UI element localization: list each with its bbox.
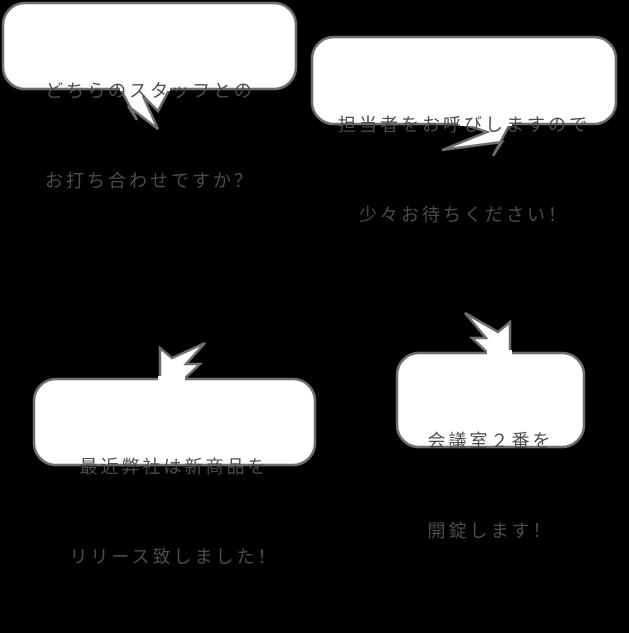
bubble-3-line-2: リリース致しました！ [69, 547, 279, 568]
bubble-2-line-2: 少々お待ちください！ [359, 205, 569, 226]
bubble-4-line-2: 開錠します！ [427, 521, 554, 542]
speech-bubble-announcement-text: 最近弊社は新商品を リリース致しました！ [33, 393, 315, 633]
speech-bubble-question-shape [1, 1, 298, 130]
bubble-4-line-1: 会議室２番を [427, 431, 554, 452]
bubble-2-line-1: 担当者をお呼びしますので [338, 115, 590, 136]
speech-bubble-reply-shape [310, 35, 618, 157]
scene-background: どちらのスタッフとの お打ち合わせですか？ 担当者をお呼びしますので 少々お待ち… [1, 1, 618, 568]
bubble-tail-3-icon [158, 341, 206, 382]
speech-bubble-unlock-text: 会議室２番を 開錠します！ [396, 367, 585, 607]
bubble-tail-4-icon [464, 311, 512, 356]
bubble-1-line-2: お打ち合わせですか？ [45, 171, 255, 192]
speech-bubble-question-text: どちらのスタッフとの お打ち合わせですか？ [2, 17, 298, 257]
speech-bubble-unlock-shape [395, 311, 586, 449]
bubble-tail-1-join [120, 84, 170, 91]
speech-bubble-shapes [1, 1, 618, 467]
bubble-tail-4-join [487, 350, 512, 358]
bubble-tail-3-join [158, 376, 185, 384]
bubble-tail-2-join [458, 119, 512, 126]
bubble-1-line-1: どちらのスタッフとの [45, 81, 255, 102]
bubble-3-line-1: 最近弊社は新商品を [79, 457, 269, 478]
bubble-tail-1-icon [117, 86, 173, 130]
speech-bubble-announcement-shape [32, 341, 317, 467]
speech-bubble-reply-text: 担当者をお呼びしますので 少々お待ちください！ [311, 51, 617, 291]
